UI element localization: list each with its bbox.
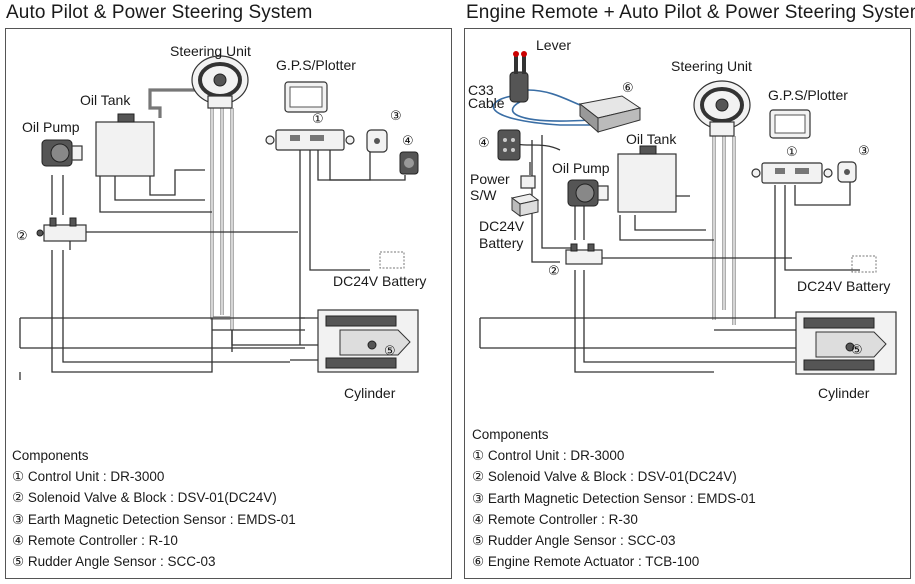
right-marker-1: ① (786, 145, 798, 160)
right-label-power-sw-line2: S/W (470, 187, 497, 203)
left-marker-4: ④ (402, 134, 414, 149)
left-component-item: ① Control Unit : DR-3000 (12, 469, 165, 485)
right-control-unit-icon (751, 162, 833, 184)
left-label-cylinder: Cylinder (344, 385, 396, 401)
right-marker-3: ③ (858, 144, 870, 159)
right-label-c33-cable-line2: Cable (468, 95, 505, 111)
right-label-lever: Lever (536, 37, 571, 53)
left-components-heading: Components (12, 448, 89, 463)
right-label-oil-tank: Oil Tank (626, 131, 677, 147)
right-solenoid-valve-icon (565, 243, 603, 265)
right-battery-icon (851, 255, 877, 273)
left-label-oil-pump: Oil Pump (22, 119, 80, 135)
left-gps-plotter-icon (284, 81, 328, 113)
right-oil-tank-icon (617, 145, 677, 213)
right-component-item: ④ Remote Controller : R-30 (472, 511, 638, 527)
right-steering-wheel-icon (693, 80, 751, 137)
left-components-list: Components ① Control Unit : DR-3000 ② So… (12, 445, 296, 572)
right-dc24v-battery-icon (510, 193, 540, 217)
right-marker-6: ⑥ (622, 81, 634, 96)
right-label-dc24v-line1: DC24V (479, 218, 525, 234)
right-component-item: ① Control Unit : DR-3000 (472, 448, 625, 464)
right-magnetic-sensor-icon (837, 161, 857, 183)
left-magnetic-sensor-icon (366, 129, 388, 153)
right-power-switch-icon (520, 175, 536, 189)
left-remote-controller-icon (399, 151, 419, 175)
left-label-steering-unit: Steering Unit (170, 43, 251, 59)
left-component-item: ⑤ Rudder Angle Sensor : SCC-03 (12, 553, 216, 569)
right-label-dc24v-line2: Battery (479, 235, 523, 251)
right-oil-pump-icon (567, 179, 609, 207)
right-gps-plotter-icon (769, 109, 811, 139)
right-cylinder-icon (795, 311, 897, 375)
left-diagram-title: Auto Pilot & Power Steering System (6, 2, 313, 23)
left-hydraulic-lines (19, 88, 412, 380)
right-label-battery: DC24V Battery (797, 278, 890, 294)
right-marker-2: ② (548, 264, 560, 279)
right-components-list: Components ① Control Unit : DR-3000 ② So… (472, 424, 756, 572)
right-component-item: ③ Earth Magnetic Detection Sensor : EMDS… (472, 490, 756, 506)
left-oil-pump-icon (41, 139, 83, 167)
right-label-gps-plotter: G.P.S/Plotter (768, 87, 848, 103)
left-battery-icon (379, 251, 405, 269)
right-label-power-sw-line1: Power (470, 171, 510, 187)
right-label-cylinder: Cylinder (818, 385, 870, 401)
right-lever-icon (509, 51, 529, 103)
left-component-item: ③ Earth Magnetic Detection Sensor : EMDS… (12, 511, 296, 527)
right-component-item: ⑥ Engine Remote Actuator : TCB-100 (472, 554, 700, 570)
right-engine-actuator-icon (578, 95, 642, 134)
left-marker-5: ⑤ (384, 344, 396, 359)
right-remote-controller-icon (497, 129, 521, 161)
left-diagram-panel (5, 28, 452, 579)
left-solenoid-valve-icon (36, 217, 87, 242)
right-marker-5: ⑤ (851, 343, 863, 358)
left-oil-tank-icon (95, 113, 155, 177)
right-label-oil-pump: Oil Pump (552, 160, 610, 176)
right-label-c33-cable-line1: C33 (468, 82, 494, 98)
left-cylinder-icon (317, 309, 419, 373)
right-diagram-panel (464, 28, 911, 579)
left-control-unit-icon (265, 129, 355, 151)
right-label-steering-unit: Steering Unit (671, 58, 752, 74)
right-component-item: ⑤ Rudder Angle Sensor : SCC-03 (472, 532, 676, 548)
left-label-oil-tank: Oil Tank (80, 92, 131, 108)
left-marker-3: ③ (390, 109, 402, 124)
right-marker-4: ④ (478, 136, 490, 151)
left-label-gps-plotter: G.P.S/Plotter (276, 57, 356, 73)
left-label-battery: DC24V Battery (333, 273, 426, 289)
left-marker-2: ② (16, 229, 28, 244)
right-diagram-title: Engine Remote + Auto Pilot & Power Steer… (466, 2, 915, 23)
left-component-item: ④ Remote Controller : R-10 (12, 532, 178, 548)
right-component-item: ② Solenoid Valve & Block : DSV-01(DC24V) (472, 469, 737, 485)
right-components-heading: Components (472, 427, 549, 442)
left-marker-1: ① (312, 112, 324, 127)
left-steering-wheel-icon (191, 55, 249, 109)
left-component-item: ② Solenoid Valve & Block : DSV-01(DC24V) (12, 490, 277, 506)
